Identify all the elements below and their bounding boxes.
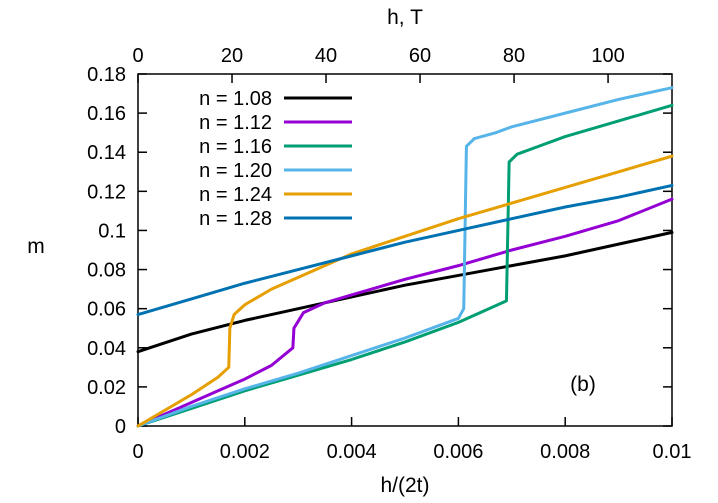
x2-tick-label: 60 bbox=[409, 45, 431, 67]
y-tick-label: 0 bbox=[115, 416, 126, 438]
series-line-5 bbox=[136, 154, 674, 428]
x-tick-label: 0 bbox=[132, 441, 143, 463]
series-line-1 bbox=[136, 230, 674, 354]
x-tick-label: 0.008 bbox=[540, 441, 590, 463]
legend-label: n = 1.12 bbox=[199, 112, 272, 134]
y-axis-label: m bbox=[27, 235, 45, 258]
x2-tick-label: 40 bbox=[315, 45, 337, 67]
axes-layer: 0 0.002 0.004 0.006 0.008 0.01 0 0.02 0.04 0.06 0.… bbox=[87, 45, 691, 463]
legend-label: n = 1.16 bbox=[199, 136, 272, 158]
legend-label: n = 1.28 bbox=[199, 208, 272, 230]
legend-label: n = 1.24 bbox=[199, 184, 272, 206]
x-tick-label: 0.01 bbox=[653, 441, 692, 463]
y-tick-label: 0.06 bbox=[87, 299, 126, 321]
series-layer bbox=[136, 86, 674, 428]
x2-tick-label: 0 bbox=[132, 45, 143, 67]
series-line-6 bbox=[136, 183, 674, 317]
x2-tick-label: 100 bbox=[591, 45, 624, 67]
legend: n = 1.08n = 1.12n = 1.16n = 1.20n = 1.24… bbox=[199, 88, 352, 230]
plot-frame bbox=[137, 73, 673, 427]
x-tick-label: 0.002 bbox=[220, 441, 270, 463]
x2-tick-label: 20 bbox=[221, 45, 243, 67]
x-tick-label: 0.004 bbox=[327, 441, 377, 463]
x2-axis-label: h, T bbox=[387, 6, 423, 29]
legend-label: n = 1.08 bbox=[199, 88, 272, 110]
y-tick-label: 0.1 bbox=[98, 220, 126, 242]
x-tick-label: 0.006 bbox=[433, 441, 483, 463]
panel-annotation: (b) bbox=[570, 373, 596, 396]
y-tick-label: 0.04 bbox=[87, 338, 126, 360]
x2-tick-label: 80 bbox=[503, 45, 525, 67]
legend-label: n = 1.20 bbox=[199, 160, 272, 182]
y-tick-label: 0.12 bbox=[87, 181, 126, 203]
y-tick-label: 0.14 bbox=[87, 142, 126, 164]
y-tick-label: 0.08 bbox=[87, 260, 126, 282]
y-tick-label: 0.02 bbox=[87, 377, 126, 399]
x-axis-label: h/(2t) bbox=[380, 474, 429, 497]
y-tick-label: 0.16 bbox=[87, 103, 126, 125]
y-tick-label: 0.18 bbox=[87, 64, 126, 86]
series-line-2 bbox=[136, 197, 674, 428]
series-line-3 bbox=[136, 103, 674, 428]
series-line-4 bbox=[136, 86, 674, 428]
